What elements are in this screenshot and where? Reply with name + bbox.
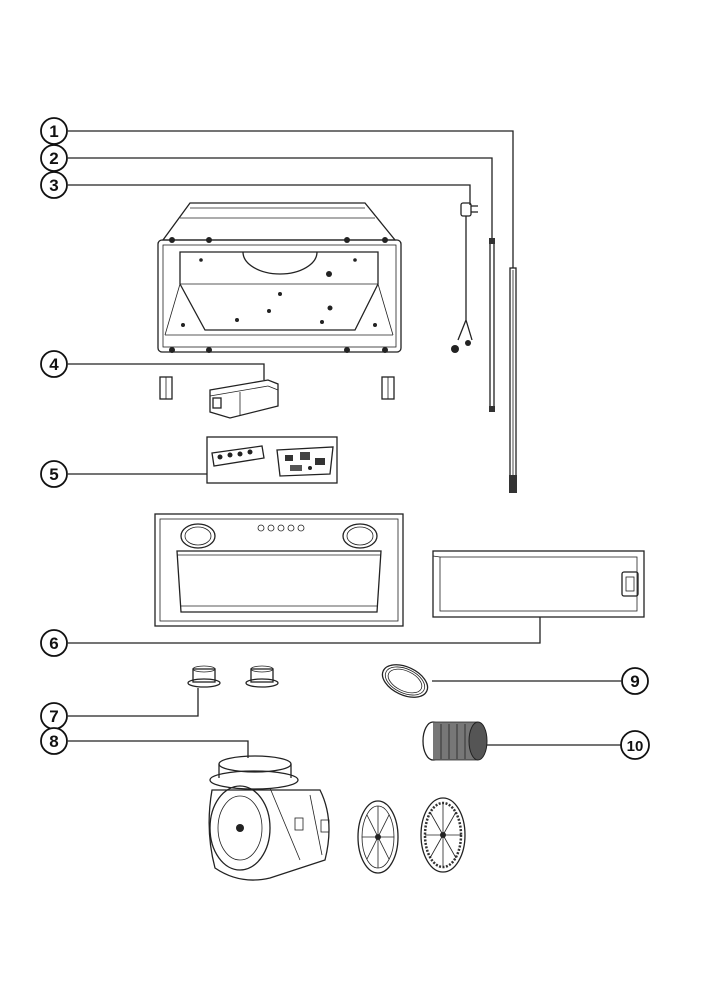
callout-9-label: 9	[630, 672, 639, 691]
callout-2-label: 2	[49, 149, 58, 168]
callout-3-label: 3	[49, 176, 58, 195]
callout-6: 6	[40, 629, 68, 657]
part-7-valve-right	[245, 665, 279, 688]
part-5-control-boards	[206, 436, 338, 484]
part-7-valve-left	[187, 665, 221, 688]
part-4-switch-box	[209, 379, 279, 419]
callout-2: 2	[40, 144, 68, 172]
part-8-grille-left	[357, 800, 399, 874]
part-4-bracket-left	[159, 376, 173, 400]
part-10-carbon-filter	[422, 721, 488, 761]
callout-9: 9	[621, 667, 649, 695]
callout-10-label: 10	[627, 738, 644, 755]
part-4-bracket-right	[381, 376, 395, 400]
callout-7-label: 7	[49, 707, 58, 726]
callout-4-label: 4	[49, 355, 59, 374]
callout-3: 3	[40, 171, 68, 199]
part-2-short-rod	[489, 238, 495, 412]
callout-1: 1	[40, 117, 68, 145]
leader-lines	[68, 130, 621, 758]
part-9-duct-ring	[381, 664, 429, 698]
part-6-front-panel	[154, 513, 404, 627]
callout-8-label: 8	[49, 732, 58, 751]
hood-body-frame	[157, 202, 402, 353]
callout-1-label: 1	[49, 122, 58, 141]
part-8-fan-motor	[208, 755, 330, 881]
part-6-filter-panel	[432, 550, 645, 618]
callout-7: 7	[40, 702, 68, 730]
callout-8: 8	[40, 727, 68, 755]
part-1-long-rod	[509, 267, 517, 493]
part-8-grille-right	[420, 797, 466, 873]
callout-4: 4	[40, 350, 68, 378]
callout-5: 5	[40, 460, 68, 488]
callout-6-label: 6	[49, 634, 58, 653]
callout-10: 10	[620, 730, 650, 760]
part-3-power-cord	[451, 202, 478, 353]
callout-5-label: 5	[49, 465, 58, 484]
